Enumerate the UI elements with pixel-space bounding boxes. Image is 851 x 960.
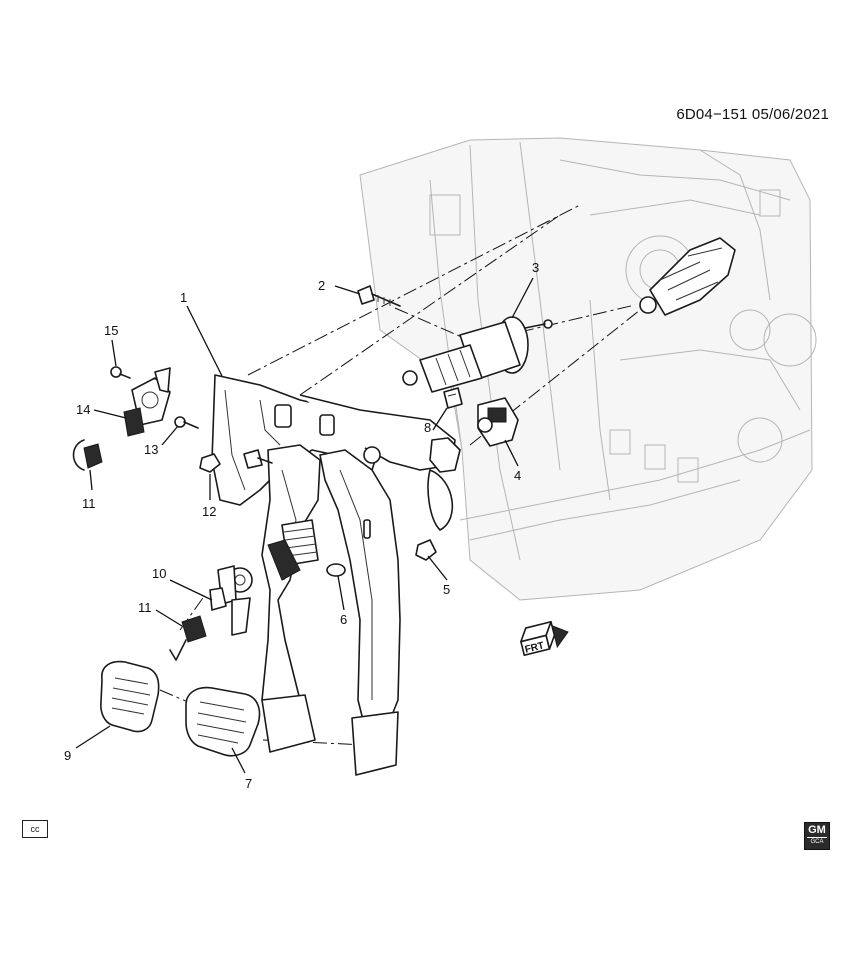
position-sensor-14 — [123, 367, 171, 437]
clip-6 — [326, 563, 346, 577]
callout-labels: 1 2 3 4 5 6 7 8 9 10 11 11 12 13 14 15 — [64, 260, 539, 791]
callout-9: 9 — [64, 748, 71, 763]
pedal-bracket — [211, 374, 461, 531]
stud — [243, 449, 273, 469]
callout-4: 4 — [514, 468, 521, 483]
diagram-id: 6D04−151 05/06/2021 — [676, 106, 829, 123]
callout-11-lower: 11 — [138, 600, 152, 615]
leader-lines — [75, 277, 534, 774]
callout-5: 5 — [443, 582, 450, 597]
callout-2: 2 — [318, 278, 325, 293]
callout-7: 7 — [245, 776, 252, 791]
nut-5 — [415, 539, 437, 561]
nut-12 — [199, 453, 221, 473]
bolt-2 — [357, 285, 401, 307]
connector-11-upper — [72, 439, 103, 471]
callout-15: 15 — [104, 323, 118, 338]
screw-13 — [174, 416, 199, 429]
position-sensor-10 — [209, 565, 253, 636]
callout-6: 6 — [340, 612, 347, 627]
gm-logo-text: GM — [808, 824, 826, 836]
master-cylinder — [402, 316, 553, 393]
switch-4 — [477, 397, 519, 447]
callout-13: 13 — [144, 442, 158, 457]
connector-11-lower — [169, 615, 207, 661]
callout-1: 1 — [180, 290, 187, 305]
front-orientation-indicator: FRT — [520, 620, 569, 657]
pedal-pad-9 — [100, 660, 160, 733]
callout-12: 12 — [202, 504, 216, 519]
screw-15 — [110, 366, 131, 379]
pedal-pad-7 — [185, 686, 261, 757]
callout-14: 14 — [76, 402, 90, 417]
gm-logo: GM GCA — [804, 822, 830, 850]
brake-pedal-arm — [319, 449, 401, 776]
callout-8: 8 — [424, 420, 431, 435]
front-label: FRT — [524, 640, 546, 655]
gm-logo-sub: GCA — [807, 837, 827, 846]
cc-badge: cc — [22, 820, 48, 838]
callout-11-upper: 11 — [82, 496, 96, 511]
callout-10: 10 — [152, 566, 166, 581]
clip-8 — [443, 387, 463, 409]
callout-3: 3 — [532, 260, 539, 275]
clutch-pedal-arm — [261, 444, 321, 753]
